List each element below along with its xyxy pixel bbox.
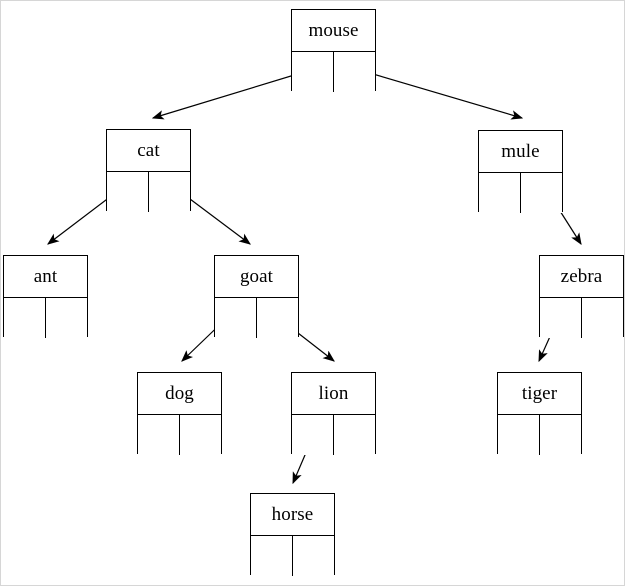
node-label-horse: horse	[271, 504, 314, 525]
node-label-cell-goat: goat	[215, 256, 298, 298]
node-right-pointer-mouse[interactable]	[333, 52, 375, 92]
node-pointer-row-horse	[251, 536, 334, 576]
node-pointer-row-tiger	[498, 415, 581, 455]
node-pointer-row-zebra	[540, 298, 623, 338]
tree-node-zebra[interactable]: zebra	[539, 255, 624, 338]
node-right-pointer-ant[interactable]	[45, 298, 87, 338]
node-left-pointer-cat[interactable]	[107, 172, 149, 212]
node-label-cell-zebra: zebra	[540, 256, 623, 298]
node-left-pointer-mule[interactable]	[479, 173, 521, 213]
tree-node-lion[interactable]: lion	[291, 372, 376, 455]
node-left-pointer-mouse[interactable]	[292, 52, 334, 92]
tree-edge-mouse-mule	[355, 68, 524, 120]
node-right-pointer-lion[interactable]	[333, 415, 375, 455]
node-label-mouse: mouse	[308, 20, 359, 41]
node-left-pointer-zebra[interactable]	[540, 298, 582, 338]
node-label-cell-ant: ant	[4, 256, 87, 298]
tree-node-mule[interactable]: mule	[478, 130, 563, 213]
node-pointer-row-mule	[479, 173, 562, 213]
node-left-pointer-dog[interactable]	[138, 415, 180, 455]
node-label-cell-dog: dog	[138, 373, 221, 415]
node-pointer-row-dog	[138, 415, 221, 455]
tree-node-dog[interactable]: dog	[137, 372, 222, 455]
node-label-goat: goat	[239, 266, 274, 287]
node-right-pointer-goat[interactable]	[256, 298, 298, 338]
node-pointer-row-goat	[215, 298, 298, 338]
tree-node-cat[interactable]: cat	[106, 129, 191, 212]
node-label-ant: ant	[33, 266, 58, 287]
node-left-pointer-tiger[interactable]	[498, 415, 540, 455]
node-label-cat: cat	[137, 140, 160, 161]
node-left-pointer-horse[interactable]	[251, 536, 293, 576]
node-pointer-row-lion	[292, 415, 375, 455]
tree-node-tiger[interactable]: tiger	[497, 372, 582, 455]
node-label-cell-lion: lion	[292, 373, 375, 415]
node-label-cell-cat: cat	[107, 130, 190, 172]
node-label-zebra: zebra	[560, 266, 603, 287]
node-left-pointer-ant[interactable]	[4, 298, 46, 338]
node-right-pointer-tiger[interactable]	[539, 415, 581, 455]
node-label-cell-mule: mule	[479, 131, 562, 173]
node-label-tiger: tiger	[521, 383, 558, 404]
node-label-mule: mule	[501, 141, 540, 162]
node-pointer-row-cat	[107, 172, 190, 212]
node-label-cell-horse: horse	[251, 494, 334, 536]
node-pointer-row-ant	[4, 298, 87, 338]
node-label-dog: dog	[165, 383, 194, 404]
node-right-pointer-horse[interactable]	[292, 536, 334, 576]
node-label-lion: lion	[318, 383, 349, 404]
node-label-cell-tiger: tiger	[498, 373, 581, 415]
node-right-pointer-zebra[interactable]	[581, 298, 623, 338]
node-left-pointer-lion[interactable]	[292, 415, 334, 455]
tree-node-goat[interactable]: goat	[214, 255, 299, 338]
node-right-pointer-mule[interactable]	[520, 173, 562, 213]
node-left-pointer-goat[interactable]	[215, 298, 257, 338]
node-right-pointer-cat[interactable]	[148, 172, 190, 212]
tree-node-ant[interactable]: ant	[3, 255, 88, 338]
tree-edge-mouse-cat	[151, 68, 315, 120]
node-label-cell-mouse: mouse	[292, 10, 375, 52]
tree-node-mouse[interactable]: mouse	[291, 9, 376, 92]
node-pointer-row-mouse	[292, 52, 375, 92]
tree-node-horse[interactable]: horse	[250, 493, 335, 576]
node-right-pointer-dog[interactable]	[179, 415, 221, 455]
